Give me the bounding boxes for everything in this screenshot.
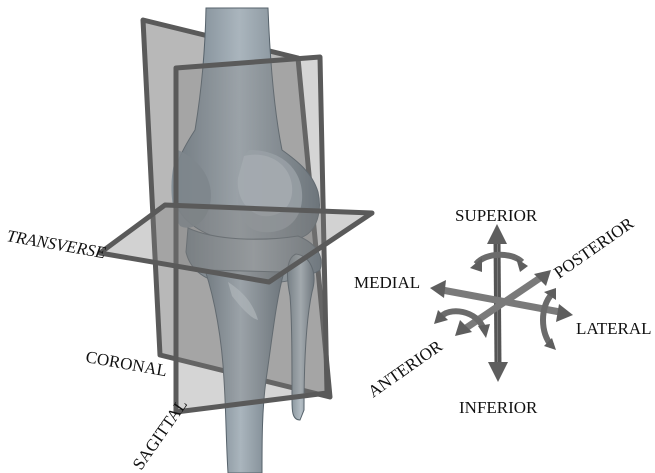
superior-label: SUPERIOR <box>455 206 538 225</box>
direction-axes <box>430 224 573 382</box>
transverse-label: TRANSVERSE <box>5 226 107 262</box>
rotation-lateral-icon <box>543 294 552 346</box>
transverse-plane <box>100 205 372 282</box>
inferior-arrow-icon <box>488 362 508 382</box>
lateral-arrow-icon <box>556 304 573 322</box>
coronal-label: CORONAL <box>84 347 168 380</box>
medial-arrow-icon <box>430 280 446 298</box>
posterior-label: POSTERIOR <box>550 213 637 282</box>
superior-arrow-icon <box>487 224 507 244</box>
sagittal-label: SAGITTAL <box>129 395 191 473</box>
anterior-label: ANTERIOR <box>364 336 446 401</box>
lateral-label: LATERAL <box>576 319 652 338</box>
medial-label: MEDIAL <box>354 273 420 292</box>
inferior-label: INFERIOR <box>459 398 538 417</box>
